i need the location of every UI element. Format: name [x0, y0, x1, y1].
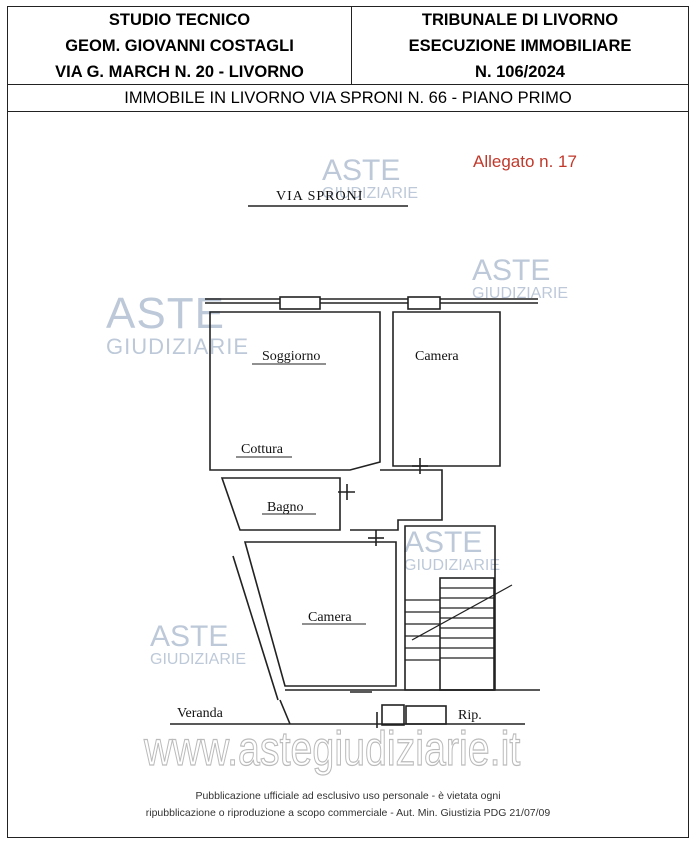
room-ripostiglio: Rip. — [458, 708, 482, 723]
studio-line-3: VIA G. MARCH N. 20 - LIVORNO — [55, 62, 304, 81]
watermark-aste-5: ASTE GIUDIZIARIE — [150, 622, 246, 668]
plan-walls — [170, 205, 540, 728]
room-veranda: Veranda — [177, 706, 224, 721]
watermark-giudiziarie-text: GIUDIZIARIE — [322, 185, 419, 202]
watermark-aste-4: ASTE GIUDIZIARIE — [404, 528, 500, 574]
watermark-aste-1: ASTE GIUDIZIARIE — [322, 156, 418, 202]
room-soggiorno: Soggiorno — [262, 349, 320, 364]
tribunale-block: TRIBUNALE DI LIVORNO ESECUZIONE IMMOBILI… — [352, 7, 688, 84]
watermark-aste-2: ASTE GIUDIZIARIE — [472, 256, 568, 302]
studio-line-1: STUDIO TECNICO — [108, 10, 251, 29]
watermark-giudiziarie-text: GIUDIZIARIE — [472, 285, 569, 302]
tribunale-line-1: TRIBUNALE DI LIVORNO — [421, 10, 619, 29]
street-label: VIA SPRONI — [276, 189, 363, 204]
watermark-aste-text: ASTE — [150, 620, 229, 653]
watermark-aste-text: ASTE — [322, 154, 401, 187]
watermark-giudiziarie-text: GIUDIZIARIE — [106, 334, 250, 359]
room-camera-1: Camera — [415, 349, 459, 364]
watermark-aste-text: ASTE — [472, 254, 551, 287]
studio-block: STUDIO TECNICO GEOM. GIOVANNI COSTAGLI V… — [8, 7, 352, 84]
room-camera-2: Camera — [308, 610, 352, 625]
room-bagno: Bagno — [267, 500, 304, 515]
watermark-giudiziarie-text: GIUDIZIARIE — [150, 651, 247, 668]
watermark-aste-3: ASTE GIUDIZIARIE — [106, 292, 249, 358]
watermark-aste-text: ASTE — [404, 526, 483, 559]
document-frame: STUDIO TECNICO GEOM. GIOVANNI COSTAGLI V… — [7, 6, 689, 838]
watermark-giudiziarie-text: GIUDIZIARIE — [404, 557, 501, 574]
footer-line-2: ripubblicazione o riproduzione a scopo c… — [145, 807, 551, 819]
footer-line-1: Pubblicazione ufficiale ad esclusivo uso… — [195, 790, 501, 802]
allegato-label: Allegato n. 17 — [473, 152, 577, 171]
tribunale-line-3: N. 106/2024 — [475, 62, 565, 81]
property-subtitle: IMMOBILE IN LIVORNO VIA SPRONI N. 66 - P… — [8, 85, 688, 112]
site-watermark: www.astegiudiziarie.it — [144, 722, 521, 776]
watermark-aste-text: ASTE — [106, 289, 225, 338]
header-row: STUDIO TECNICO GEOM. GIOVANNI COSTAGLI V… — [8, 7, 688, 85]
room-cottura: Cottura — [241, 442, 284, 457]
tribunale-line-2: ESECUZIONE IMMOBILIARE — [408, 36, 632, 55]
studio-line-2: GEOM. GIOVANNI COSTAGLI — [65, 36, 294, 55]
